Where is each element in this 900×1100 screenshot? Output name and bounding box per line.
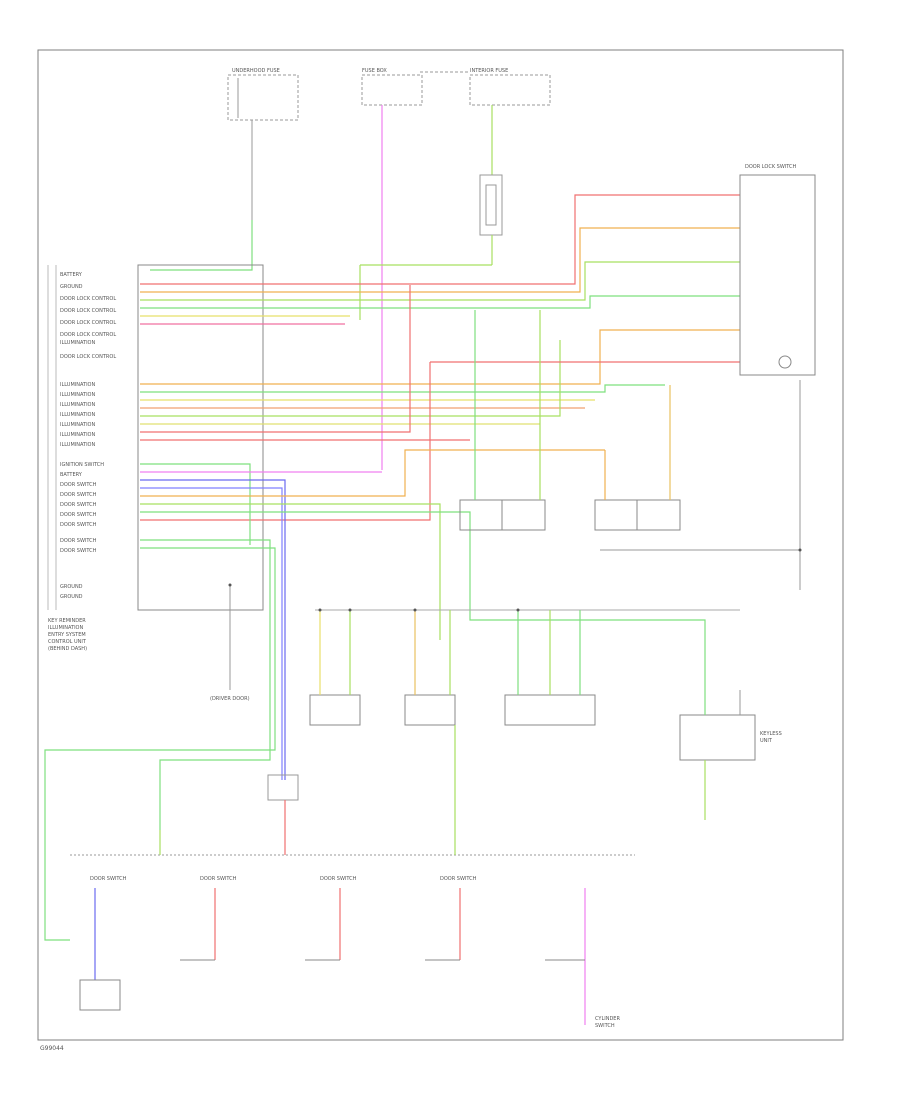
top-fuse-box-right: INTERIOR FUSE: [469, 68, 551, 106]
pin-label: ILLUMINATION: [60, 340, 95, 346]
bottom-label: DOOR SWITCH: [90, 876, 127, 882]
pin-label: BATTERY: [60, 472, 83, 478]
pin-label: BATTERY: [60, 272, 83, 278]
module-label-line: KEY REMINDER: [48, 618, 86, 624]
pin-label: ILLUMINATION: [60, 432, 95, 438]
pin-label: ILLUMINATION: [60, 422, 95, 428]
pin-label: DOOR LOCK CONTROL: [60, 354, 116, 360]
diagram-code: G99044: [40, 1045, 64, 1052]
pin-label: ILLUMINATION: [60, 392, 95, 398]
bottom-labels: DOOR SWITCH DOOR SWITCH DOOR SWITCH DOOR…: [90, 876, 620, 1029]
pin-label: DOOR SWITCH: [60, 492, 97, 498]
module-label-line: (BEHIND DASH): [48, 646, 87, 652]
keyless-label: KEYLESS: [760, 731, 782, 737]
top-fuse-box-mid: FUSE BOX: [361, 68, 423, 106]
actuator-row: [309, 610, 596, 726]
pin-label: GROUND: [60, 584, 83, 590]
fuse-label-1: UNDERHOOD FUSE: [232, 68, 280, 74]
module-label-line: CONTROL UNIT: [48, 639, 87, 645]
bottom-label: DOOR SWITCH: [440, 876, 477, 882]
door-switch-wire-bundle: [44, 449, 706, 941]
upper-wire-bundle: [140, 194, 740, 325]
pin-label: IGNITION SWITCH: [60, 462, 104, 468]
module-label-line: ENTRY SYSTEM: [48, 632, 86, 638]
bottom-switch-row: [79, 888, 586, 1025]
bottom-label: DOOR SWITCH: [200, 876, 237, 882]
bottom-label: CYLINDER: [595, 1016, 620, 1022]
diagram-frame: [37, 49, 844, 1041]
bottom-label: DOOR SWITCH: [320, 876, 357, 882]
relay-block-right: [594, 385, 681, 531]
pin-label: ILLUMINATION: [60, 442, 95, 448]
pin-label: DOOR LOCK CONTROL: [60, 308, 116, 314]
keyless-label: UNIT: [760, 738, 773, 744]
pin-label: ILLUMINATION: [60, 402, 95, 408]
top-fuse-box-left: UNDERHOOD FUSE: [227, 68, 299, 121]
pin-label: DOOR SWITCH: [60, 538, 97, 544]
pin-label: GROUND: [60, 594, 83, 600]
pin-label: DOOR SWITCH: [60, 502, 97, 508]
pin-label: DOOR LOCK CONTROL: [60, 332, 116, 338]
keyless-unit: KEYLESS UNIT: [679, 690, 782, 820]
right-switch-assembly: DOOR LOCK SWITCH: [600, 164, 816, 590]
pin-label: DOOR SWITCH: [60, 482, 97, 488]
pin-label: DOOR SWITCH: [60, 522, 97, 528]
pin-label: DOOR SWITCH: [60, 548, 97, 554]
pin-label: DOOR SWITCH: [60, 512, 97, 518]
module-title: KEY REMINDER ILLUMINATION ENTRY SYSTEM C…: [48, 618, 87, 652]
pin-label: DOOR LOCK CONTROL: [60, 320, 116, 326]
pin-label: ILLUMINATION: [60, 382, 95, 388]
terminal-markers: [228, 548, 802, 612]
pin-label: DOOR LOCK CONTROL: [60, 296, 116, 302]
bottom-label: SWITCH: [595, 1023, 615, 1029]
module-ground-label: (DRIVER DOOR): [210, 696, 250, 702]
module-pin-labels: BATTERY GROUND DOOR LOCK CONTROL DOOR LO…: [60, 272, 116, 600]
fuse-label-3: INTERIOR FUSE: [470, 68, 508, 74]
fuse-label-2: FUSE BOX: [362, 68, 387, 74]
pin-label: GROUND: [60, 284, 83, 290]
relay-block-left: [459, 310, 546, 531]
pin-label: ILLUMINATION: [60, 412, 95, 418]
illumination-wire-bundle: [140, 285, 740, 441]
control-module: [47, 264, 264, 611]
switch-title: DOOR LOCK SWITCH: [745, 164, 797, 170]
module-label-line: ILLUMINATION: [48, 625, 83, 631]
